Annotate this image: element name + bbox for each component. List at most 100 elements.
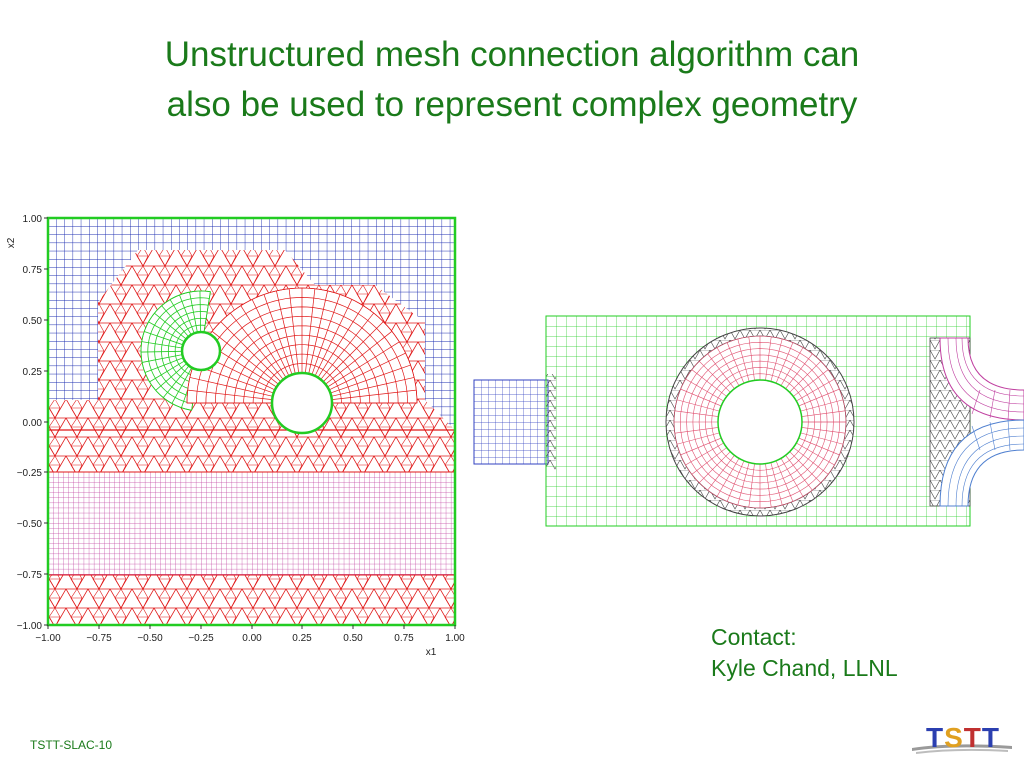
tstt-logo: TSTT [912, 722, 1012, 758]
right-mesh-figure [473, 315, 1024, 527]
x-tick-label: 0.75 [394, 633, 414, 644]
mesh-radial-line [308, 290, 328, 374]
mesh-radial-line [780, 458, 804, 497]
mesh-radial-line [801, 410, 846, 417]
footer-label: TSTT-SLAC-10 [30, 738, 113, 752]
mesh-ring-line [679, 341, 840, 503]
mesh-radial-line [680, 388, 722, 407]
mesh-radial-line [317, 305, 364, 378]
contact-name: Kyle Chand, LLNL [711, 655, 898, 681]
x-axis-label: x1 [426, 647, 437, 658]
mesh-ring-line [711, 373, 809, 471]
mesh-ring-line [174, 324, 206, 377]
y-axis-label: x2 [6, 237, 17, 248]
y-tick-label: 0.75 [23, 265, 43, 276]
mesh-radial-line [305, 288, 316, 374]
mesh-ring-line [692, 354, 828, 490]
mesh-radial-line [320, 312, 374, 380]
mesh-radial-line [785, 353, 813, 389]
mesh-radial-line [331, 389, 417, 400]
mesh-ring-line [252, 353, 352, 404]
mesh-radial-line [798, 388, 840, 407]
contact-block: Contact: Kyle Chand, LLNL [711, 622, 898, 684]
mesh-radial-line [330, 364, 411, 394]
mesh-radial-line [698, 451, 731, 484]
mesh-ring-line [167, 317, 207, 384]
contact-label: Contact: [711, 624, 797, 650]
mesh-ring-line [262, 363, 342, 403]
mesh-radial-line [331, 377, 415, 397]
mesh-radial-line [263, 294, 293, 375]
right-circle-hole [717, 379, 803, 465]
mesh-radial-line [680, 437, 722, 456]
mesh-ring-line [233, 334, 371, 404]
left-plot-area [46, 216, 457, 627]
mesh-ring-line [686, 348, 834, 496]
mesh-radial-line [230, 312, 284, 380]
mesh-radial-line [322, 321, 384, 383]
mesh-radial-line [676, 432, 720, 445]
mesh-ring-line [224, 325, 380, 404]
logo-letter: T [963, 722, 982, 753]
y-tick-label: −0.50 [17, 519, 43, 530]
x-tick-label: −0.25 [188, 633, 214, 644]
mesh-radial-line [798, 437, 840, 456]
mesh-radial-line [770, 338, 783, 382]
mesh-radial-line [288, 288, 299, 374]
mesh-radial-line [748, 336, 755, 381]
mesh-radial-line [800, 432, 844, 445]
slide-title: Unstructured mesh connection algorithm c… [0, 30, 1024, 130]
magenta-structured-grid [48, 472, 455, 575]
logo-letters: TSTT [926, 722, 1000, 754]
mesh-radial-line [698, 360, 731, 393]
mesh-radial-line [716, 347, 740, 386]
mesh-radial-line [716, 458, 740, 497]
mesh-radial-line [726, 460, 745, 502]
mesh-ring-line [161, 311, 208, 391]
mesh-radial-line [793, 369, 829, 397]
red-radial-mesh [186, 287, 418, 404]
mesh-radial-line [691, 369, 727, 397]
x-tick-label: 0.25 [292, 633, 312, 644]
mesh-ring-line [154, 304, 209, 398]
mesh-radial-line [793, 447, 829, 475]
mesh-radial-line [328, 352, 406, 391]
title-line-2: also be used to represent complex geomet… [166, 85, 858, 124]
x-tick-label: 0.00 [242, 633, 262, 644]
mesh-radial-line [796, 442, 835, 466]
mesh-ring-line [140, 290, 211, 411]
mesh-radial-line [785, 455, 813, 491]
mesh-radial-line [775, 460, 794, 502]
mesh-radial-line [737, 338, 750, 382]
x-tick-label: −1.00 [35, 633, 61, 644]
mesh-radial-line [685, 442, 724, 466]
mesh-radial-line [187, 389, 273, 400]
left-plot-axes: 1.00 0.75 0.50 0.25 0.00 −0.25 −0.50 −0.… [6, 214, 465, 658]
y-tick-label: 0.25 [23, 367, 43, 378]
mesh-ring-line [214, 315, 390, 404]
mesh-ring-line [705, 367, 815, 477]
mesh-radial-line [325, 331, 393, 385]
red-mesh-band-lower [48, 575, 455, 625]
y-tick-label: 0.00 [23, 418, 43, 429]
title-line-1: Unstructured mesh connection algorithm c… [164, 35, 860, 74]
y-tick-label: −0.75 [17, 570, 43, 581]
mesh-radial-line [789, 451, 822, 484]
mesh-ring-line [147, 297, 210, 404]
blue-port-grid [473, 379, 549, 465]
mesh-radial-line [685, 378, 724, 402]
mesh-radial-line [674, 427, 719, 434]
mesh-radial-line [211, 331, 279, 385]
mesh-radial-line [789, 360, 822, 393]
y-tick-label: 0.50 [23, 316, 43, 327]
mesh-radial-line [796, 378, 835, 402]
mesh-radial-line [765, 336, 772, 381]
mesh-ring-line [673, 335, 847, 509]
x-tick-label: −0.50 [137, 633, 163, 644]
mesh-radial-line [801, 427, 846, 434]
mesh-radial-line [220, 321, 282, 383]
y-tick-label: 1.00 [23, 214, 43, 225]
mesh-radial-line [674, 410, 719, 417]
mesh-radial-line [707, 455, 735, 491]
